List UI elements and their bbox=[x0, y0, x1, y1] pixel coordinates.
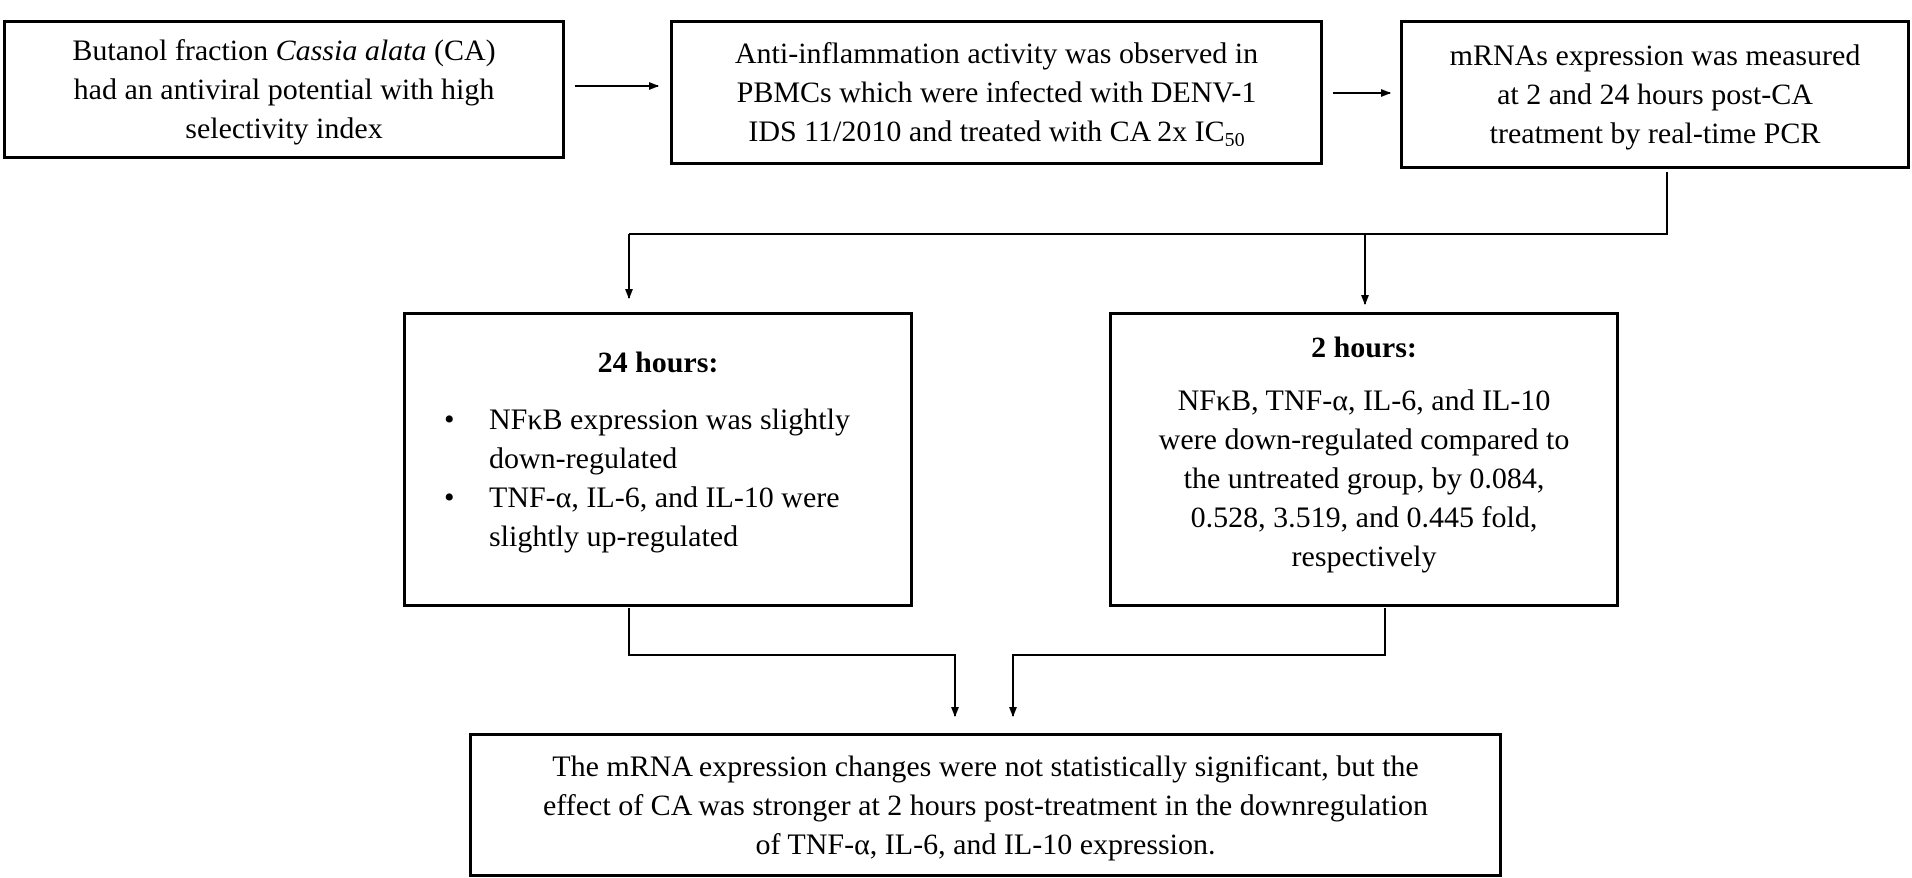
box2h-line1: NFκB, TNF-α, IL-6, and IL-10 bbox=[1177, 384, 1551, 417]
heading-24-hours: 24 hours: bbox=[597, 346, 719, 379]
conclusion-line1: The mRNA expression changes were not sta… bbox=[552, 749, 1419, 783]
box2-line2: PBMCs which were infected with DENV-1 bbox=[736, 76, 1257, 109]
bullet1-line1: NFκB expression was slightly bbox=[489, 403, 850, 436]
arrow-24h-to-conclusion bbox=[628, 608, 959, 717]
species-name: Cassia alata bbox=[275, 34, 427, 67]
box2h-line5: respectively bbox=[1291, 540, 1437, 573]
box2-line3-text: IDS 11/2010 and treated with CA 2x IC bbox=[748, 115, 1225, 148]
bullet-list-24-hours: NFκB expression was slightly down-regulat… bbox=[436, 400, 880, 556]
bullet2-line1: TNF-α, IL-6, and IL-10 were bbox=[489, 481, 840, 514]
conclusion-line3: of TNF-α, IL-6, and IL-10 expression. bbox=[755, 827, 1216, 861]
box1-line1-suffix: (CA) bbox=[426, 34, 496, 67]
box3-line2: at 2 and 24 hours post-CA bbox=[1497, 78, 1813, 111]
box-conclusion: The mRNA expression changes were not sta… bbox=[469, 733, 1502, 877]
box1-line2: had an antiviral potential with high bbox=[73, 73, 495, 106]
connector-box3-down bbox=[629, 172, 1668, 235]
arrow-2h-to-conclusion bbox=[1009, 608, 1386, 717]
ic50-subscript: 50 bbox=[1224, 129, 1245, 151]
box2h-line4: 0.528, 3.519, and 0.445 fold, bbox=[1190, 501, 1538, 534]
box3-line1: mRNAs expression was measured bbox=[1449, 39, 1861, 72]
box1-line1: Butanol fraction Cassia alata (CA) bbox=[72, 31, 495, 70]
bullet-cytokines: TNF-α, IL-6, and IL-10 were slightly up-r… bbox=[436, 478, 880, 556]
box1-line1-text: Butanol fraction bbox=[72, 34, 276, 67]
box-mrna-measurement: mRNAs expression was measured at 2 and 2… bbox=[1400, 20, 1910, 169]
bullet-nfkb: NFκB expression was slightly down-regulat… bbox=[436, 400, 880, 478]
box-24-hours: 24 hours: NFκB expression was slightly do… bbox=[403, 312, 913, 607]
bullet2-line2: slightly up-regulated bbox=[489, 520, 739, 553]
box2h-line3: the untreated group, by 0.084, bbox=[1183, 462, 1545, 495]
box-anti-inflammation: Anti-inflammation activity was observed … bbox=[670, 20, 1323, 165]
heading-2-hours: 2 hours: bbox=[1311, 331, 1417, 364]
box3-line3: treatment by real-time PCR bbox=[1489, 117, 1821, 150]
box2h-line2: were down-regulated compared to bbox=[1158, 423, 1570, 456]
box-cassia-alata-antiviral: Butanol fraction Cassia alata (CA) had a… bbox=[3, 20, 565, 159]
box2-line3: IDS 11/2010 and treated with CA 2x IC50 bbox=[748, 112, 1244, 151]
box-2-hours: 2 hours: NFκB, TNF-α, IL-6, and IL-10 we… bbox=[1109, 312, 1619, 607]
box2-line1: Anti-inflammation activity was observed … bbox=[734, 37, 1259, 70]
conclusion-line2: effect of CA was stronger at 2 hours pos… bbox=[542, 788, 1429, 822]
bullet1-line2: down-regulated bbox=[489, 442, 678, 475]
box1-line3: selectivity index bbox=[185, 112, 383, 145]
